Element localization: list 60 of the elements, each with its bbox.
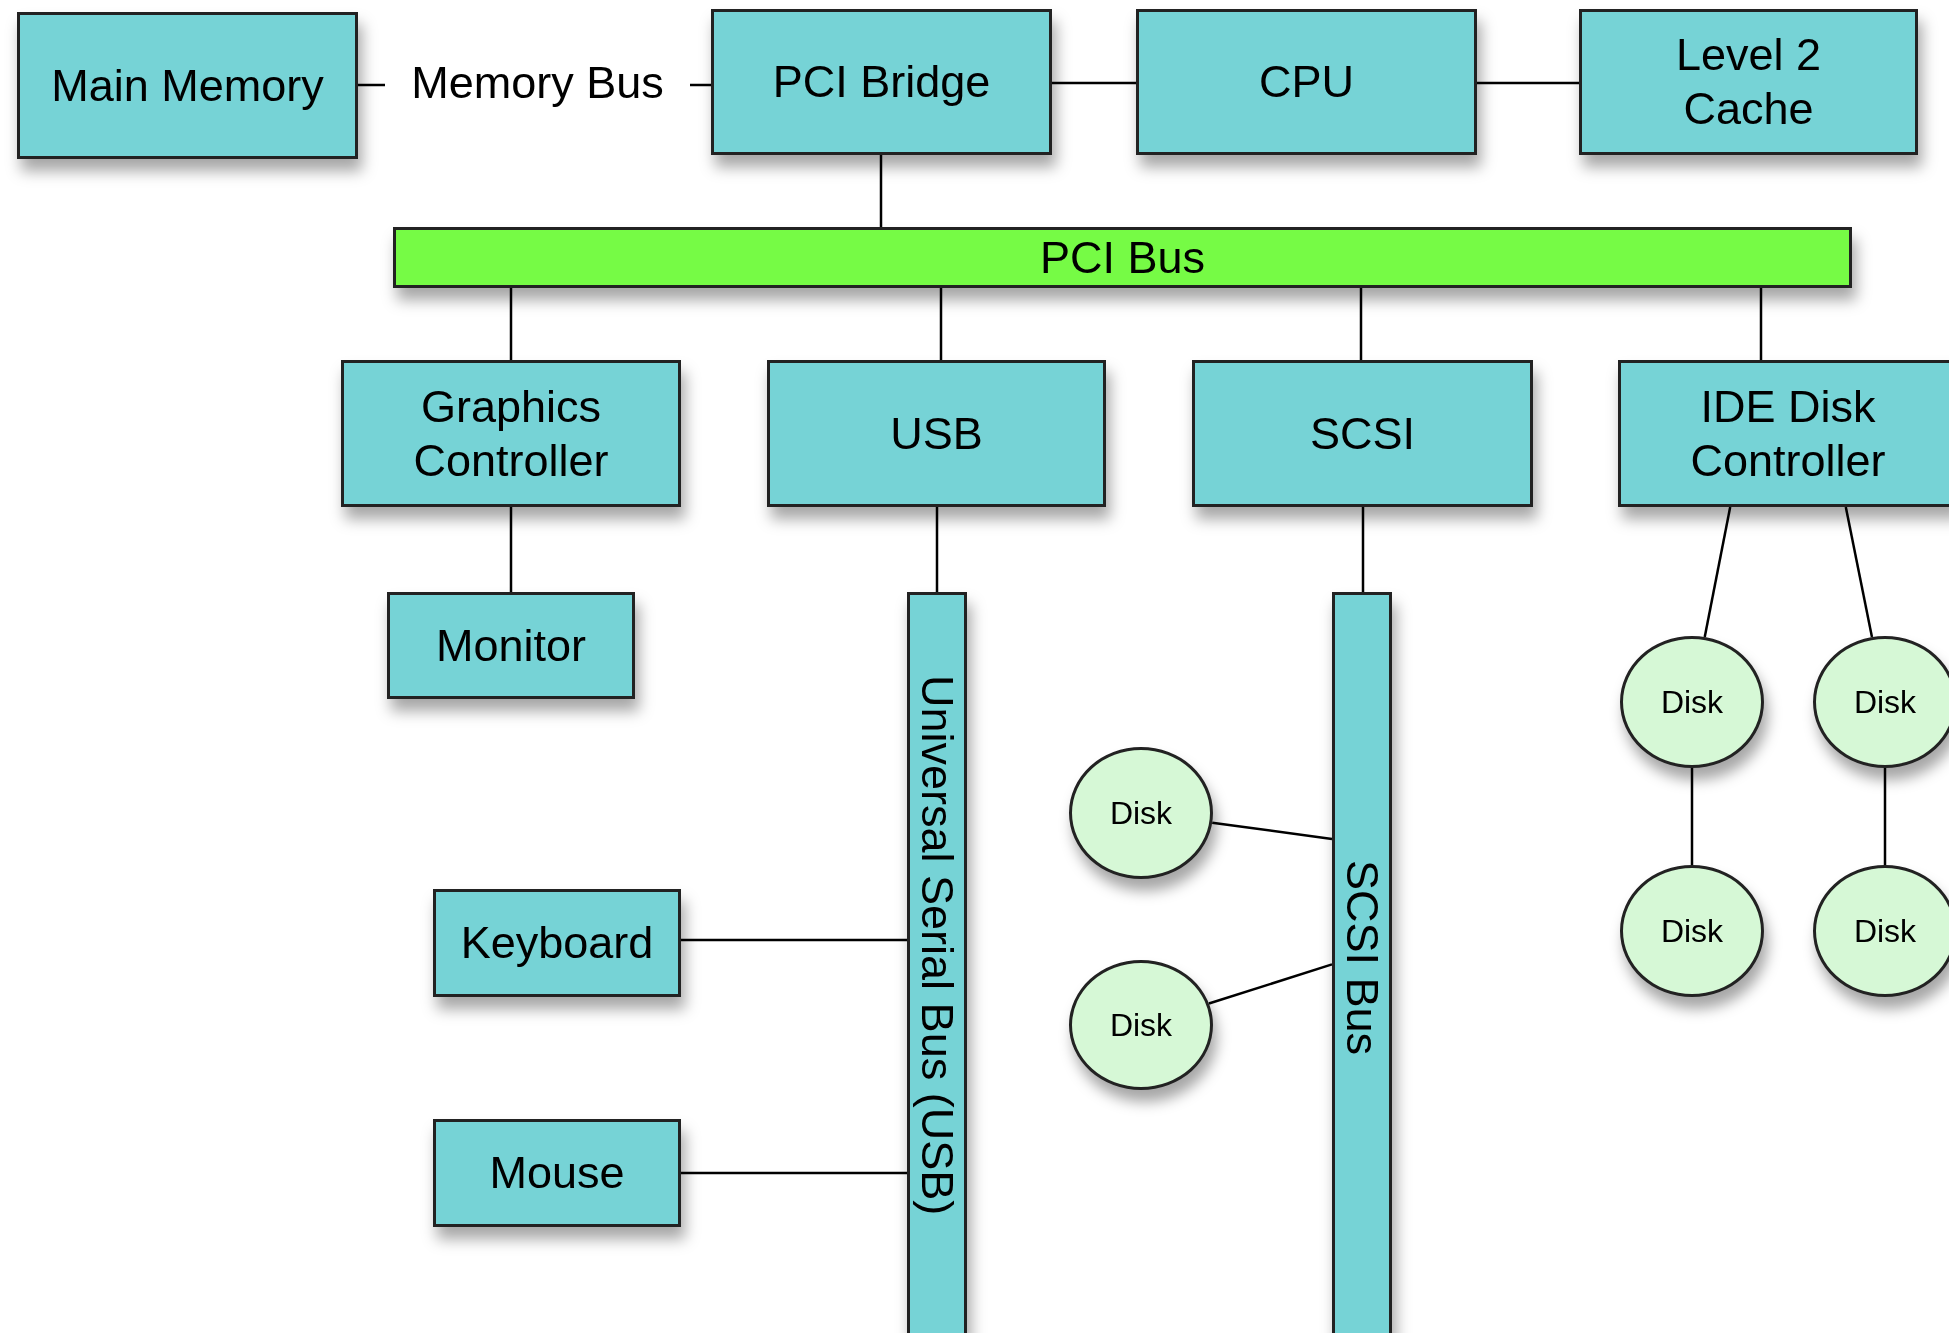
connector-line [1477, 81, 1579, 85]
node-label: USB [890, 406, 983, 461]
connector-line [1212, 821, 1333, 841]
connector-line [1759, 288, 1763, 360]
bus-bar [1332, 592, 1392, 1333]
node-label: SCSI [1310, 406, 1415, 461]
node-label: Universal Serial Bus (USB) [911, 675, 963, 1216]
node-label: Keyboard [460, 916, 654, 970]
connector-line [1208, 963, 1333, 1005]
node-label: Monitor [435, 618, 587, 673]
connector-line [690, 83, 711, 87]
connector-line [509, 288, 513, 360]
connector-line [509, 507, 513, 592]
connector-line [358, 83, 385, 87]
disk-circle [1620, 636, 1764, 768]
node-label: SCSI Bus [1336, 860, 1388, 1056]
node-label: Disk [1660, 683, 1724, 721]
device-box [387, 592, 635, 699]
disk-circle [1813, 636, 1949, 768]
controller-box [767, 360, 1106, 507]
connector-line [681, 1171, 907, 1175]
node-label: Disk [1660, 912, 1724, 950]
device-box [433, 889, 681, 997]
disk-circle [1813, 865, 1949, 997]
cache-box [1579, 9, 1918, 155]
node-label: PCI Bus [1039, 231, 1206, 284]
node-label: IDE Disk Controller [1689, 379, 1887, 488]
bridge-box [711, 9, 1052, 155]
connector-line [879, 155, 883, 227]
connector-line [1883, 768, 1887, 865]
cpu-box [1136, 9, 1477, 155]
connector-line [1703, 506, 1732, 638]
disk-circle [1069, 747, 1213, 879]
controller-box [1618, 360, 1949, 507]
connector-line [1690, 768, 1694, 865]
connector-line [1361, 507, 1365, 592]
node-label: Graphics Controller [412, 379, 610, 488]
node-label: PCI Bridge [772, 55, 991, 109]
node-label: Disk [1853, 683, 1917, 721]
connector-line [1052, 81, 1136, 85]
bus-label: Memory Bus [411, 56, 664, 109]
controller-box [1192, 360, 1533, 507]
node-label: Mouse [489, 1146, 625, 1200]
node-label: Disk [1109, 1006, 1173, 1044]
connector-line [1359, 288, 1363, 360]
node-label: Main Memory [51, 58, 324, 113]
disk-circle [1620, 865, 1764, 997]
bus-bar [393, 227, 1852, 288]
memory-box [17, 12, 358, 159]
connector-line [1844, 506, 1874, 638]
node-label: Disk [1853, 912, 1917, 950]
connector-line [939, 288, 943, 360]
device-box [433, 1119, 681, 1227]
node-label: Disk [1109, 794, 1173, 832]
node-label: CPU [1259, 55, 1354, 109]
connector-line [681, 938, 907, 942]
node-label: Level 2 Cache [1674, 28, 1823, 136]
connector-line [935, 507, 939, 592]
controller-box [341, 360, 681, 507]
bus-bar [907, 592, 967, 1333]
